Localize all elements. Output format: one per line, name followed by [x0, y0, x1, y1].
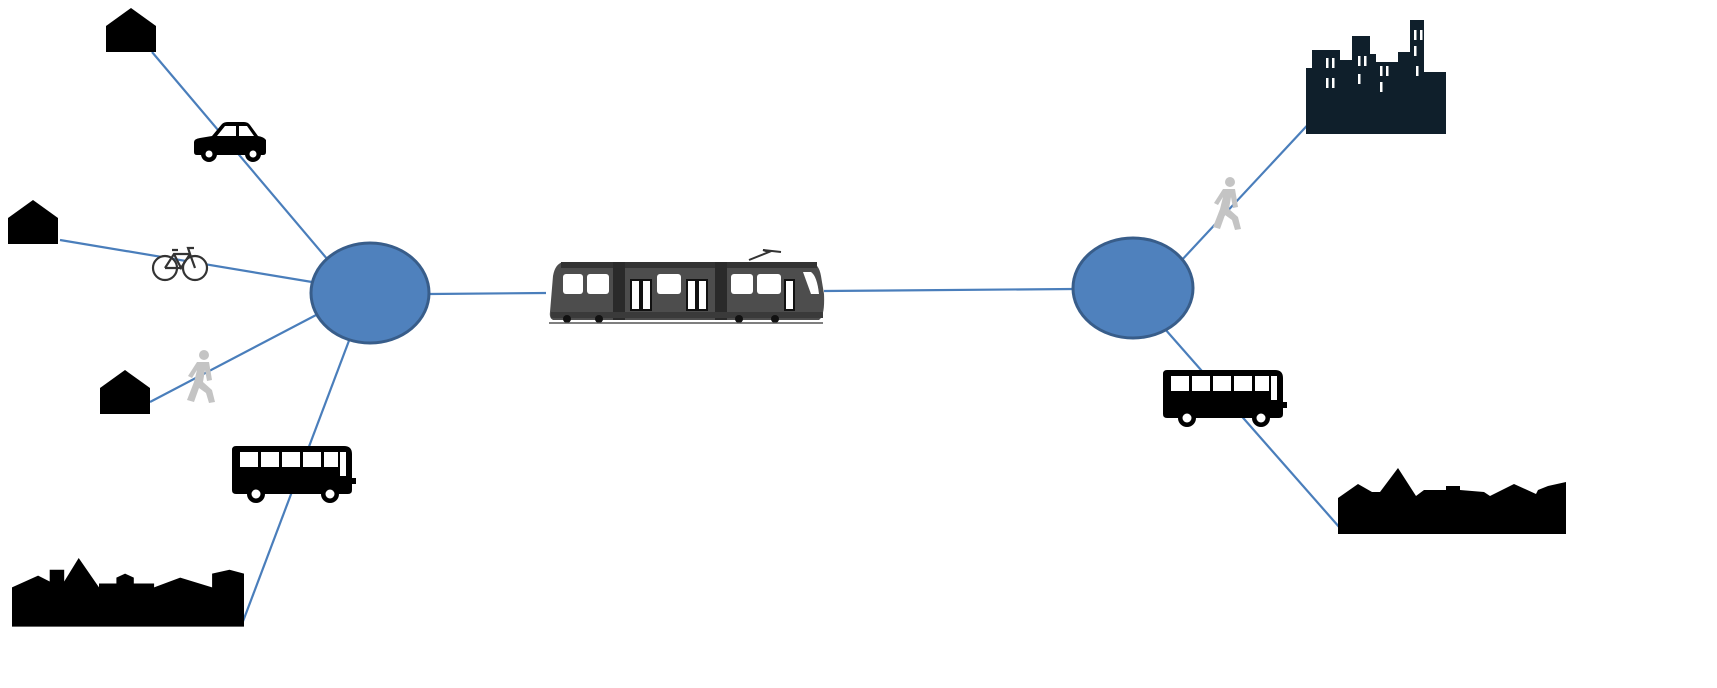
station-hub-right	[1073, 238, 1193, 338]
city-skyline-icon	[1306, 20, 1446, 134]
link-home3-hub	[150, 314, 318, 402]
town-skyline-icon	[12, 558, 244, 627]
bus-icon	[1163, 370, 1287, 427]
tram-icon	[549, 250, 824, 323]
link-hub-tram	[430, 293, 546, 294]
house-icon	[106, 8, 156, 52]
bus-icon	[232, 446, 356, 503]
town-skyline-icon	[1338, 468, 1566, 534]
pedestrian-icon	[187, 350, 215, 403]
car-icon	[194, 122, 266, 162]
link-hub-city	[1180, 116, 1316, 262]
station-hub-left	[311, 243, 429, 343]
house-icon	[100, 370, 150, 414]
link-tram-hub	[824, 289, 1074, 291]
link-home1-hub	[152, 52, 328, 260]
pedestrian-icon	[1213, 177, 1241, 230]
house-icon	[8, 200, 58, 244]
bicycle-icon	[153, 248, 207, 280]
